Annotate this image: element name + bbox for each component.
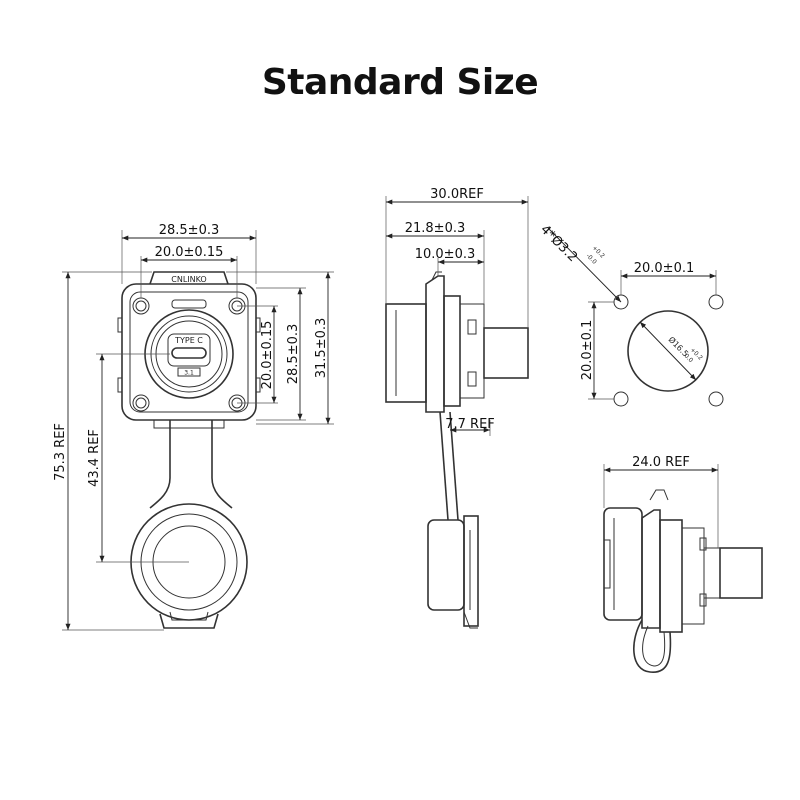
dim-cutout-spacing-x: 20.0±0.1: [634, 261, 695, 276]
cap-tab: [159, 613, 219, 629]
side-flange: [425, 275, 445, 413]
dim-side-body: 21.8±0.3: [405, 221, 466, 236]
dim-cutout-holes-label: 4*Ø3.2: [537, 222, 580, 265]
panel-cutout: 4*Ø3.2 +0.2 -0.0 20.0±0.1 20.0±0.1 Ø16.5…: [537, 222, 724, 407]
dim-side-thread: 7.7 REF: [445, 417, 495, 432]
dim-cutout-center-minus: 0.0: [683, 352, 695, 364]
mount-hole-tl: [132, 297, 150, 315]
side-dimensions: 30.0REF 21.8±0.3 10.0±0.3 7.7 REF: [385, 187, 529, 436]
dim-height-flange: 31.5±0.3: [314, 318, 329, 379]
tether-strap-right: [211, 420, 233, 509]
top-slot: [171, 299, 207, 309]
capped-tether: [633, 619, 672, 673]
cutout-hole-br: [708, 391, 724, 407]
side-cap: [427, 519, 465, 611]
side-front-body: [385, 303, 427, 403]
dim-length-total: 75.3 REF: [53, 423, 68, 481]
capped-rear-body: [681, 527, 705, 625]
mount-hole-bl: [132, 394, 150, 412]
front-view: CNLINKO TYPE C 3.1: [53, 223, 334, 631]
dim-side-rear: 10.0±0.3: [415, 247, 476, 262]
dim-side-total: 30.0REF: [430, 187, 484, 202]
version-label: 3.1: [184, 370, 194, 377]
capped-flange: [641, 509, 661, 629]
type-c-port: [171, 347, 207, 359]
cutout-hole-tr: [708, 294, 724, 310]
svg-text:4*Ø3.2: 4*Ø3.2: [537, 222, 580, 265]
tether-strap-left: [149, 420, 171, 509]
brand-tab: [149, 271, 229, 285]
capped-dimensions: 24.0 REF: [603, 455, 719, 548]
side-nut: [443, 295, 461, 407]
front-flange: [121, 283, 257, 421]
side-view: 30.0REF 21.8±0.3 10.0±0.3 7.7 REF: [385, 187, 529, 629]
type-c-frame: [167, 333, 211, 367]
side-rear-pins: [483, 327, 529, 379]
page-title: Standard Size: [261, 62, 539, 103]
side-rear-body: [459, 303, 485, 399]
dim-width-outer: 28.5±0.3: [159, 223, 220, 238]
dim-length-cap: 43.4 REF: [87, 429, 102, 487]
dim-height-outer: 28.5±0.3: [286, 324, 301, 385]
front-dimensions: 28.5±0.3 20.0±0.15 20.0±0.15 28.5±0.3 31…: [53, 223, 334, 631]
dim-capped-total: 24.0 REF: [632, 455, 690, 470]
dim-cutout-spacing-y: 20.0±0.1: [580, 320, 595, 381]
port-label: TYPE C: [174, 336, 203, 345]
cutout-center-hole: [627, 310, 709, 392]
mounting-holes: [132, 297, 246, 412]
brand-label: CNLINKO: [171, 275, 206, 284]
dim-width-holes: 20.0±0.15: [155, 245, 224, 260]
capped-rear-pins: [719, 547, 763, 599]
capped-nut: [659, 519, 683, 633]
cutout-hole-bl: [613, 391, 629, 407]
dim-height-holes: 20.0±0.15: [260, 321, 275, 390]
side-view-capped: 24.0 REF: [603, 455, 763, 673]
front-flange-inner: [129, 291, 249, 413]
